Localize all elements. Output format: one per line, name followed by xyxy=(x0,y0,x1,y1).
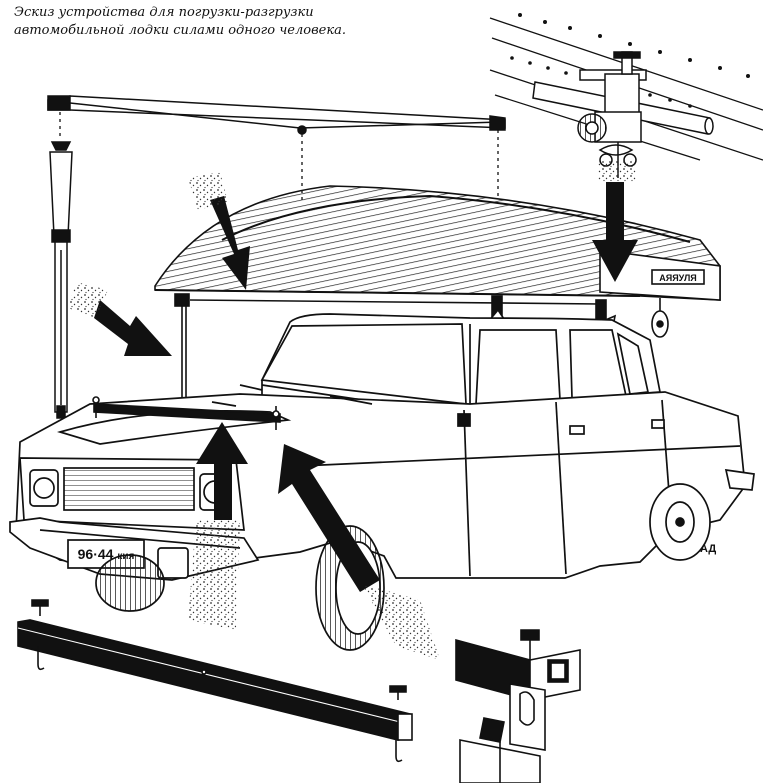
jib-arm xyxy=(47,95,506,135)
hanging-cords xyxy=(59,112,499,200)
hood-crossbar xyxy=(92,396,281,430)
caption-line-1: Эскиз устройства для погрузки-разгрузки xyxy=(14,5,314,20)
boat: АЯЯУЛЯ xyxy=(154,185,721,338)
front-left-wheel xyxy=(95,554,165,612)
svg-text:АЯЯУЛЯ: АЯЯУЛЯ xyxy=(659,273,696,283)
caption-line-2: автомобильной лодки силами одного челове… xyxy=(14,23,346,38)
pointer-arrows xyxy=(68,160,638,660)
loose-crossbar xyxy=(17,599,413,763)
figure-caption: Эскиз устройства для погрузки-разгрузки … xyxy=(14,4,434,40)
pipe-clamp xyxy=(577,51,647,178)
bracket-detail xyxy=(455,629,581,783)
artist-signature: АД xyxy=(700,543,716,555)
plate-number: 96·44 кия xyxy=(78,546,135,562)
vertical-post xyxy=(49,141,73,419)
